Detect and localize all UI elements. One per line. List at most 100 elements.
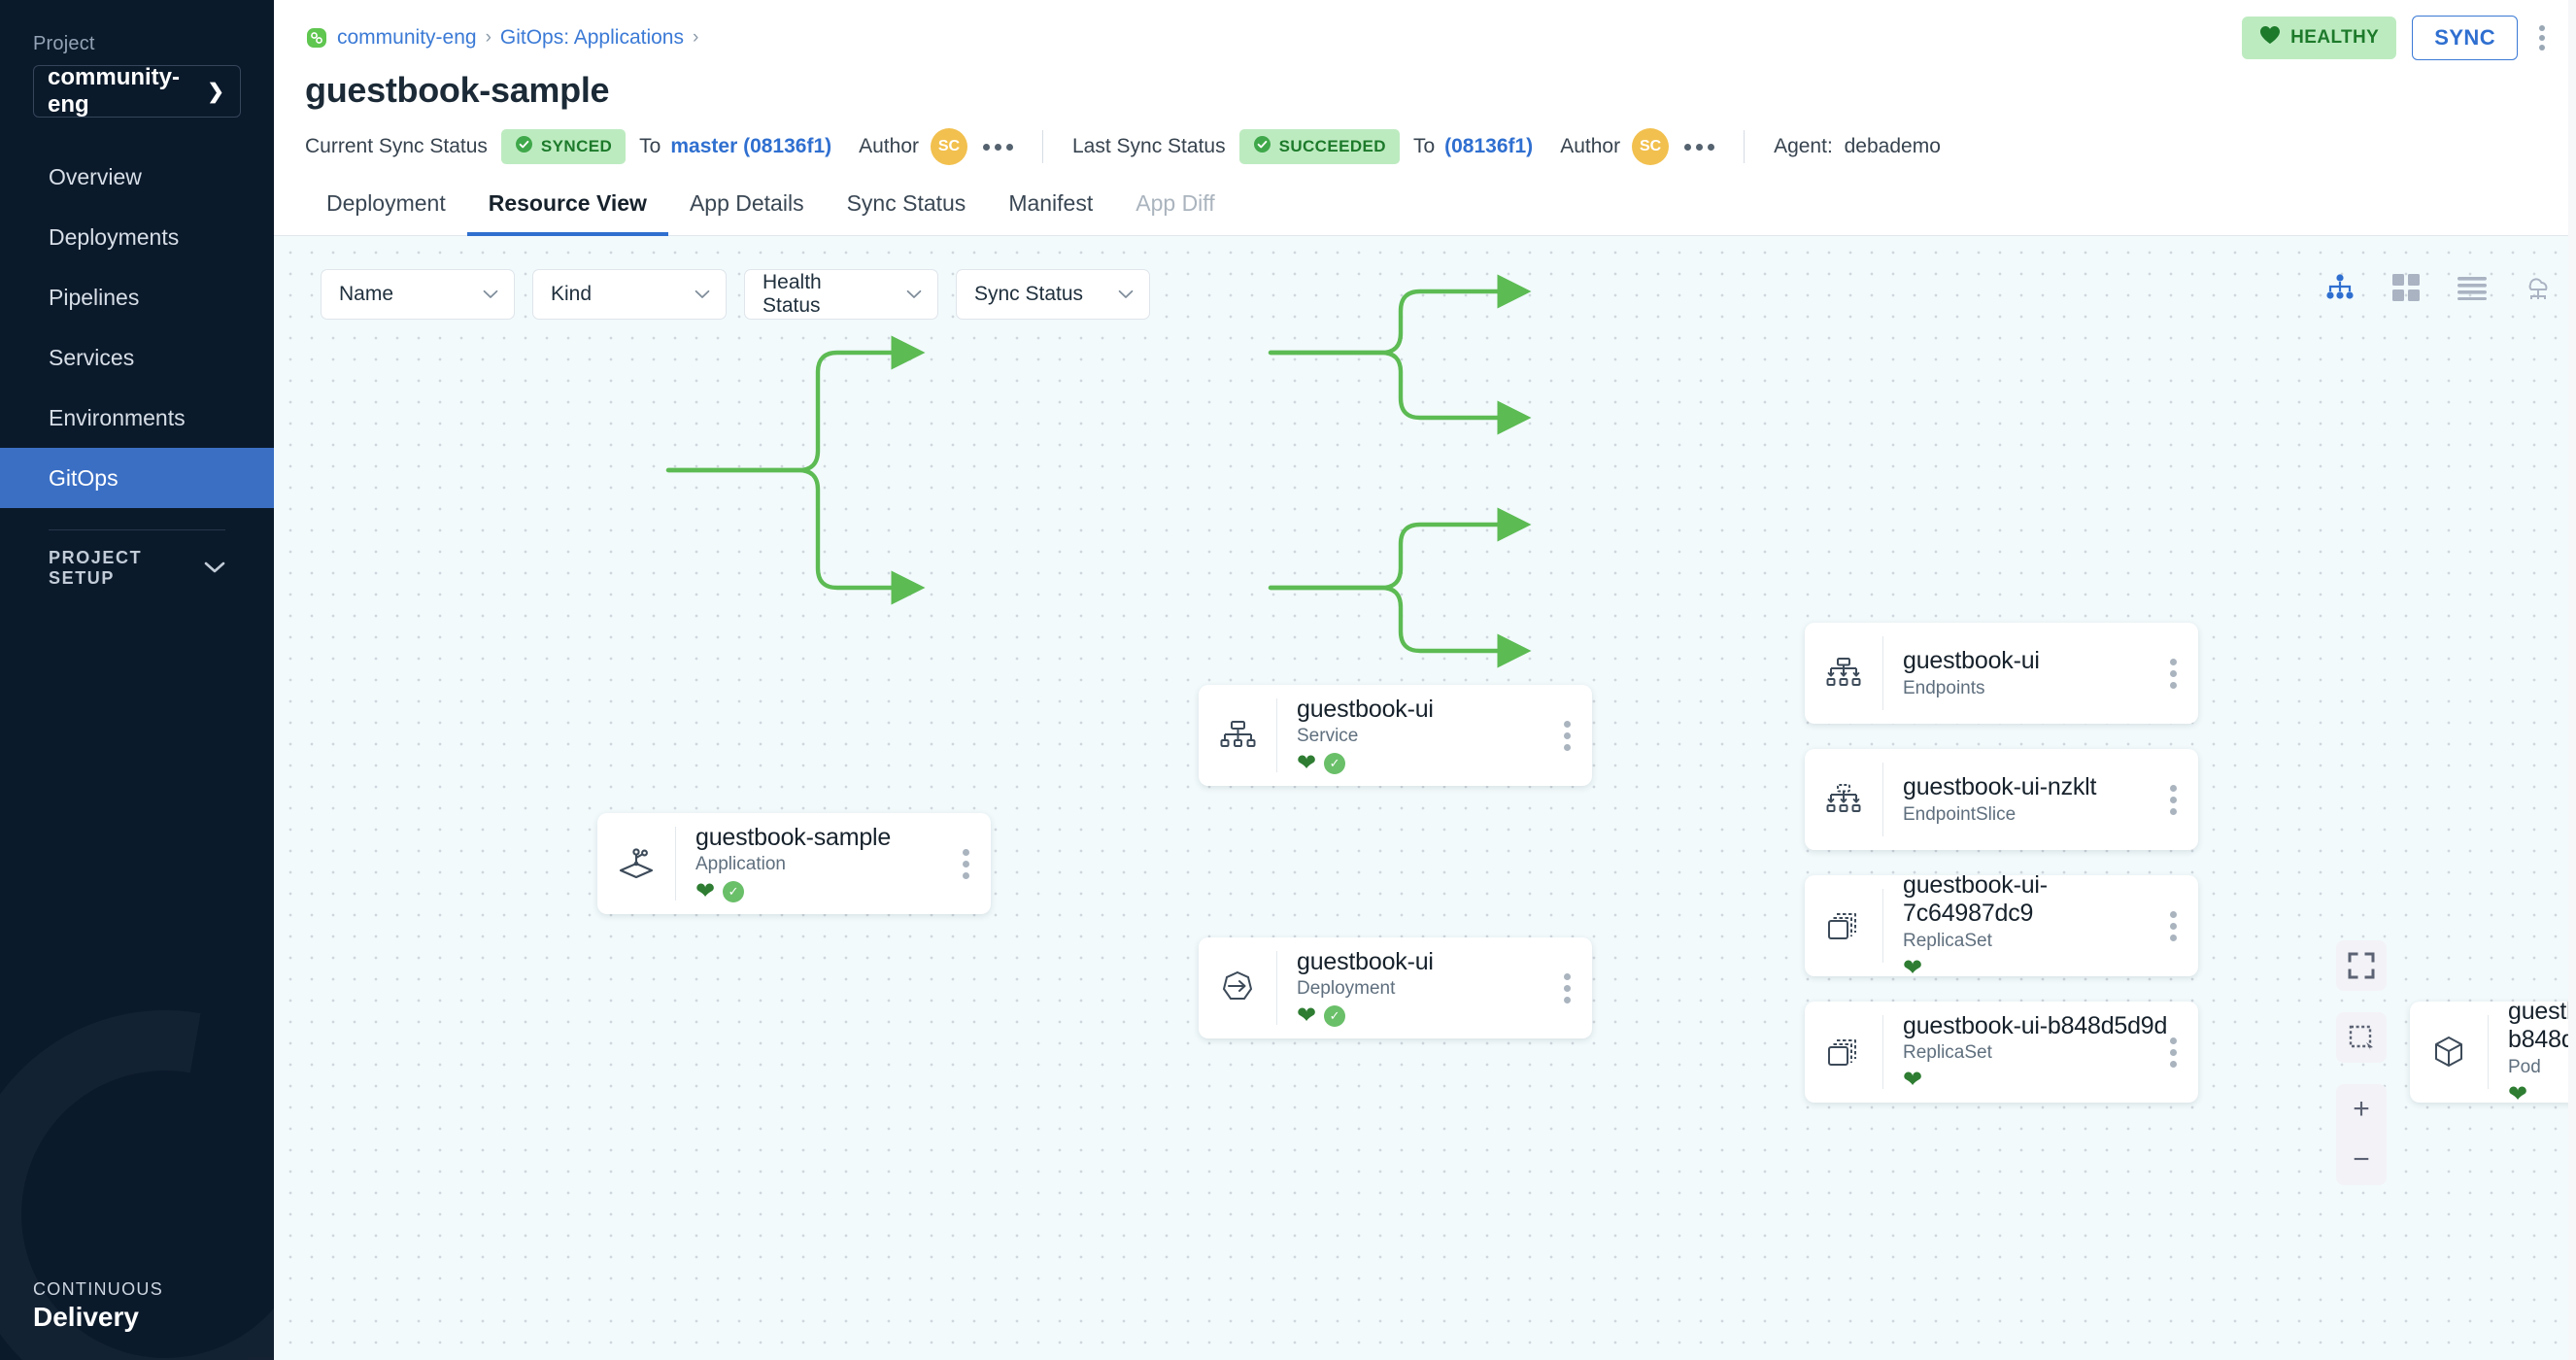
select-area-icon[interactable] bbox=[2336, 1012, 2387, 1063]
breadcrumb-link-applications[interactable]: GitOps: Applications bbox=[499, 26, 684, 49]
graph-node-service[interactable]: guestbook-ui Service ❤ ✓ bbox=[1199, 685, 1592, 786]
zoom-controls: + − bbox=[2336, 940, 2387, 1185]
graph-node-replicaset-2[interactable]: guestbook-ui-b848d5d9d ReplicaSet ❤ bbox=[1805, 1002, 2198, 1103]
project-label: Project bbox=[33, 33, 95, 54]
sync-button[interactable]: SYNC bbox=[2412, 16, 2518, 60]
replicaset-icon bbox=[1805, 905, 1882, 946]
node-divider bbox=[1276, 698, 1277, 772]
sidebar-section-project-setup[interactable]: PROJECT SETUP bbox=[0, 538, 274, 598]
node-kind: ReplicaSet bbox=[1903, 930, 1992, 951]
sidebar-section-label: PROJECT SETUP bbox=[49, 548, 143, 588]
last-sync-status-label: Last Sync Status bbox=[1072, 135, 1226, 157]
filter-bar: Name Kind Health Status bbox=[321, 269, 1150, 320]
sidebar-item-label: Deployments bbox=[49, 223, 180, 250]
node-name: guestbook-ui-7c64987dc9 bbox=[1903, 871, 2048, 927]
tab-app-details[interactable]: App Details bbox=[689, 190, 804, 216]
tab-deployment[interactable]: Deployment bbox=[326, 190, 446, 216]
node-kebab-menu-icon[interactable] bbox=[2170, 1037, 2198, 1068]
node-body: guestbook-sample Application ❤ ✓ bbox=[676, 824, 963, 904]
node-kebab-menu-icon[interactable] bbox=[2170, 784, 2198, 815]
node-kind: Endpoints bbox=[1903, 677, 1985, 698]
replicaset-icon bbox=[1805, 1032, 1882, 1072]
node-kebab-menu-icon[interactable] bbox=[2170, 910, 2198, 941]
project-switcher[interactable]: community-eng ❯ bbox=[33, 64, 241, 118]
filter-name[interactable]: Name bbox=[321, 269, 515, 320]
agent-value: debademo bbox=[1844, 135, 1941, 157]
fit-screen-icon[interactable] bbox=[2336, 940, 2387, 991]
sync-status-bar: Current Sync Status SYNCED To master (08… bbox=[274, 111, 2576, 181]
node-body: guestbook-ui Deployment ❤ ✓ bbox=[1277, 948, 1564, 1029]
sidebar-item-gitops[interactable]: GitOps bbox=[0, 448, 274, 508]
filter-sync-label: Sync Status bbox=[974, 283, 1084, 305]
sidebar-item-deployments[interactable]: Deployments bbox=[0, 207, 274, 267]
sidebar-nav: Overview Deployments Pipelines Services … bbox=[0, 147, 274, 508]
sidebar-item-environments[interactable]: Environments bbox=[0, 388, 274, 448]
last-to-label: To bbox=[1412, 135, 1436, 157]
graph-node-endpoints[interactable]: guestbook-ui Endpoints bbox=[1805, 623, 2198, 724]
graph-node-deployment[interactable]: guestbook-ui Deployment ❤ ✓ bbox=[1199, 937, 1592, 1038]
brand-line-2: Delivery bbox=[33, 1302, 139, 1332]
breadcrumb-link-project[interactable]: community-eng bbox=[337, 26, 477, 49]
chevron-down-icon bbox=[906, 287, 922, 303]
network-view-icon[interactable] bbox=[2522, 271, 2555, 304]
filter-health-label: Health Status bbox=[763, 271, 822, 317]
last-commit-link[interactable]: (08136f1) bbox=[1444, 135, 1534, 157]
list-view-icon[interactable] bbox=[2456, 271, 2489, 304]
tab-sync-status[interactable]: Sync Status bbox=[846, 190, 966, 216]
node-kebab-menu-icon[interactable] bbox=[2170, 658, 2198, 689]
node-name: guestbook-ui-b848d5d9d bbox=[1903, 1011, 2168, 1039]
avatar: SC bbox=[931, 128, 967, 165]
node-kebab-menu-icon[interactable] bbox=[963, 848, 991, 879]
graph-node-endpointslice[interactable]: guestbook-ui-nzklt EndpointSlice bbox=[1805, 749, 2198, 850]
current-sync-status-label: Current Sync Status bbox=[305, 135, 488, 157]
status-badge-health: HEALTHY bbox=[2242, 17, 2397, 59]
tree-view-icon[interactable] bbox=[2323, 271, 2356, 304]
node-name: guestbook-sample bbox=[695, 823, 892, 851]
node-kind: ReplicaSet bbox=[1903, 1042, 1992, 1064]
filter-sync-status[interactable]: Sync Status bbox=[956, 269, 1150, 320]
node-divider bbox=[1276, 951, 1277, 1025]
sidebar-item-services[interactable]: Services bbox=[0, 327, 274, 388]
endpointslice-icon bbox=[1805, 779, 1882, 820]
filter-kind[interactable]: Kind bbox=[532, 269, 727, 320]
node-kind: Service bbox=[1297, 726, 1359, 747]
sidebar-divider bbox=[49, 529, 225, 530]
node-kebab-menu-icon[interactable] bbox=[1564, 972, 1592, 1003]
zoom-in-icon[interactable]: + bbox=[2353, 1093, 2370, 1125]
current-sync-status-value: SYNCED bbox=[540, 137, 613, 155]
filter-health-status[interactable]: Health Status bbox=[744, 269, 938, 320]
tab-resource-view[interactable]: Resource View bbox=[466, 181, 668, 236]
tab-manifest[interactable]: Manifest bbox=[1008, 190, 1094, 216]
node-body: guestbook-ui-nzklt EndpointSlice bbox=[1883, 773, 2170, 826]
filter-name-label: Name bbox=[339, 283, 394, 305]
header-actions: HEALTHY SYNC bbox=[2242, 16, 2551, 60]
last-sync-status-value: SUCCEEDED bbox=[1278, 137, 1386, 155]
sidebar-item-pipelines[interactable]: Pipelines bbox=[0, 267, 274, 327]
current-commit-link[interactable]: master (08136f1) bbox=[670, 135, 832, 157]
header-kebab-menu-icon[interactable] bbox=[2533, 25, 2551, 51]
sidebar: Project community-eng ❯ Overview Deploym… bbox=[0, 0, 274, 1360]
graph-node-application[interactable]: guestbook-sample Application ❤ ✓ bbox=[597, 813, 991, 914]
breadcrumb: community-eng › GitOps: Applications › bbox=[305, 26, 698, 50]
graph-node-pod[interactable]: guestbook-ui-b848d5d9... Pod ❤ bbox=[2410, 998, 2576, 1105]
node-name: guestbook-ui-nzklt bbox=[1903, 773, 2097, 801]
node-badges: ❤ bbox=[1903, 956, 2170, 980]
agent-info: Agent: debademo bbox=[1774, 135, 1941, 158]
grid-view-icon[interactable] bbox=[2390, 271, 2423, 304]
application-icon bbox=[597, 842, 675, 885]
node-name: guestbook-ui bbox=[1297, 695, 1434, 723]
node-name: guestbook-ui-b848d5d9... bbox=[2508, 998, 2576, 1053]
graph-node-replicaset-1[interactable]: guestbook-ui-7c64987dc9 ReplicaSet ❤ bbox=[1805, 871, 2198, 979]
last-sync-kebab-menu-icon[interactable] bbox=[1684, 143, 1715, 151]
breadcrumb-separator: › bbox=[485, 27, 491, 48]
current-sync-kebab-menu-icon[interactable] bbox=[983, 143, 1013, 151]
zoom-out-icon[interactable]: − bbox=[2353, 1143, 2370, 1175]
node-badges: ❤ ✓ bbox=[1297, 752, 1564, 775]
node-body: guestbook-ui-b848d5d9d ReplicaSet ❤ bbox=[1883, 1012, 2170, 1093]
node-kebab-menu-icon[interactable] bbox=[1564, 720, 1592, 751]
sidebar-item-overview[interactable]: Overview bbox=[0, 147, 274, 207]
page-scrollbar[interactable] bbox=[2568, 0, 2576, 1360]
node-body: guestbook-ui-b848d5d9... Pod ❤ bbox=[2489, 998, 2576, 1106]
project-name: community-eng bbox=[48, 64, 181, 118]
resource-graph-canvas[interactable]: Name Kind Health Status bbox=[274, 236, 2576, 1360]
